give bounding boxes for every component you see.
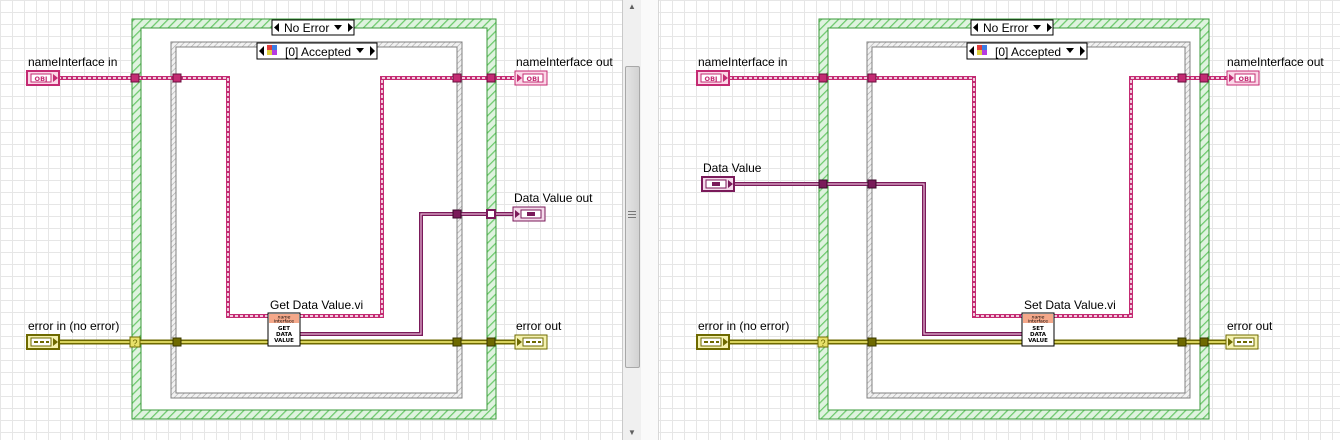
tunnels[interactable] [818, 73, 1209, 347]
inner-case-structure[interactable] [170, 41, 463, 399]
dropdown-arrow-icon [356, 48, 364, 53]
pane-divider[interactable] [641, 0, 659, 440]
variant-wire[interactable] [300, 212, 513, 336]
chevron-left-icon [969, 46, 974, 56]
name-interface-in-terminal[interactable]: OBJ [696, 70, 730, 86]
chevron-right-icon [348, 23, 353, 32]
svg-text:?: ? [820, 338, 825, 348]
vertical-scrollbar[interactable]: ▲ ▼ [622, 0, 642, 440]
svg-text:?: ? [132, 338, 137, 348]
outer-case-selector[interactable]: No Error [271, 19, 355, 36]
subvi-caption: Get Data Value.vi [270, 298, 364, 312]
set-data-value-subvi[interactable]: name interface SET DATA VALUE [1021, 312, 1055, 347]
svg-text:OBJ: OBJ [35, 75, 48, 83]
name-interface-out-terminal[interactable]: OBJ [1226, 70, 1260, 86]
left-block-diagram: ? OBJ OBJ [0, 0, 622, 440]
question-mark-icon[interactable]: ? [129, 336, 141, 348]
svg-text:[0] Accepted: [0] Accepted [995, 45, 1061, 59]
name-interface-in-label: nameInterface in [28, 55, 118, 69]
subvi-caption: Set Data Value.vi [1024, 298, 1116, 312]
svg-text:VALUE: VALUE [274, 338, 294, 344]
chevron-right-icon [1080, 46, 1085, 56]
data-value-out-label: Data Value out [514, 191, 593, 205]
svg-text:DATA: DATA [276, 332, 293, 338]
name-interface-out-label: nameInterface out [516, 55, 613, 69]
error-out-label: error out [516, 319, 562, 333]
outer-case-selector[interactable]: No Error [970, 19, 1054, 36]
svg-text:OBJ: OBJ [1239, 75, 1252, 83]
svg-text:DATA: DATA [1030, 332, 1047, 338]
dropdown-arrow-icon [1066, 48, 1074, 53]
inner-case-selector[interactable]: [0] Accepted [256, 42, 378, 60]
question-mark-icon[interactable]: ? [817, 336, 829, 348]
error-out-label: error out [1227, 319, 1273, 333]
class-wire[interactable] [58, 76, 514, 318]
error-out-terminal[interactable] [514, 334, 548, 350]
error-in-label: error in (no error) [28, 319, 120, 333]
svg-text:VALUE: VALUE [1028, 338, 1048, 344]
error-out-terminal[interactable] [1225, 334, 1259, 350]
svg-text:SET: SET [1032, 326, 1044, 332]
error-in-label: error in (no error) [698, 319, 790, 333]
name-interface-in-terminal[interactable]: OBJ [26, 70, 60, 86]
chevron-left-icon [973, 23, 978, 32]
svg-text:name: name [1032, 316, 1045, 321]
variant-wire[interactable] [733, 182, 1023, 336]
svg-text:GET: GET [278, 326, 290, 332]
data-value-label: Data Value [703, 161, 762, 175]
scrollbar-grip [628, 211, 636, 212]
data-value-in-terminal[interactable] [701, 176, 735, 192]
inner-case-selector[interactable]: [0] Accepted [966, 42, 1088, 60]
tunnels[interactable] [130, 73, 496, 347]
chevron-right-icon [1047, 23, 1052, 32]
right-block-diagram: ? OBJ OBJ [658, 0, 1340, 440]
svg-text:No Error: No Error [284, 21, 329, 35]
chevron-left-icon [259, 46, 264, 56]
get-data-value-subvi[interactable]: name interface GET DATA VALUE [267, 312, 301, 347]
data-value-out-terminal[interactable] [512, 206, 546, 222]
error-in-terminal[interactable] [696, 334, 730, 350]
right-diagram-canvas: ? OBJ OBJ [696, 18, 1260, 420]
left-diagram-canvas: ? OBJ OBJ [26, 18, 548, 420]
name-interface-out-label: nameInterface out [1227, 55, 1324, 69]
svg-text:interface: interface [1028, 319, 1048, 325]
svg-text:OBJ: OBJ [705, 75, 718, 83]
dropdown-arrow-icon [334, 25, 342, 30]
svg-text:OBJ: OBJ [527, 75, 540, 83]
chevron-right-icon [370, 46, 375, 56]
enum-color-icon [977, 45, 987, 55]
svg-text:[0] Accepted: [0] Accepted [285, 45, 351, 59]
enum-color-icon [267, 45, 277, 55]
scroll-down-icon[interactable]: ▼ [628, 428, 636, 437]
scrollbar-thumb[interactable] [625, 66, 640, 368]
svg-text:No Error: No Error [983, 21, 1028, 35]
error-in-terminal[interactable] [26, 334, 60, 350]
name-interface-in-label: nameInterface in [698, 55, 788, 69]
svg-text:interface: interface [274, 319, 294, 325]
svg-text:name: name [278, 316, 291, 321]
scroll-up-icon[interactable]: ▲ [628, 2, 636, 11]
dropdown-arrow-icon [1033, 25, 1041, 30]
chevron-left-icon [274, 23, 279, 32]
name-interface-out-terminal[interactable]: OBJ [514, 70, 548, 86]
